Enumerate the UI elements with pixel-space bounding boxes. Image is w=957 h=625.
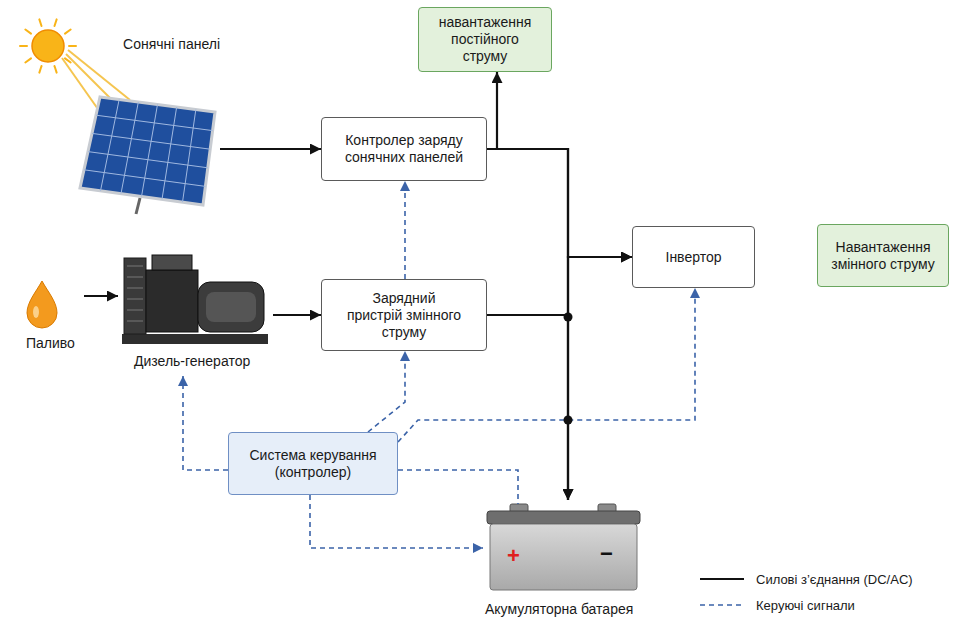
box-text: Зарядний пристрій змінного струму [346,290,462,341]
control-signal-line [310,495,483,548]
legend-sample [700,600,744,610]
inverter-box: Інвертор [632,226,755,288]
ac-charger-box: Зарядний пристрій змінного струму [321,279,487,351]
legend: Силові з’єднання (DC/AC) Керуючі сигнали [700,566,913,618]
solar-panel-icon [80,97,215,214]
power-line [487,257,632,315]
box-text: Контролер заряду сонячних панелей [332,132,476,166]
legend-text: Силові з’єднання (DC/AC) [756,572,913,587]
fuel-drop-icon [27,281,57,328]
power-line [273,314,321,316]
junction-dot [564,416,573,425]
polarity-sign: + [507,545,520,567]
charge-controller-box: Контролер заряду сонячних панелей [321,117,487,181]
power-line [84,295,118,297]
box-text: навантаження постійного струму [429,14,541,65]
caption-text: Сонячні панелі [123,36,220,53]
diesel-generator-icon [122,255,268,344]
battery-icon [487,504,640,590]
legend-sample [700,574,744,584]
solar-panel-node: Сонячні панелі [70,30,220,208]
legend-item: Керуючі сигнали [700,592,913,618]
box-text: Навантаження змінного струму [828,239,938,273]
generator-node: Дизель-генератор [118,248,273,376]
caption-text: Дизель-генератор [134,353,250,370]
box-text: Система керування (контролер) [239,447,387,481]
polarity-sign: − [600,543,613,565]
junction-dot [564,313,573,322]
power-line [220,148,321,150]
power-line [487,315,568,500]
control-system-box: Система керування (контролер) [228,432,398,495]
power-line [487,72,497,149]
caption-text: Акумуляторна батарея [485,601,633,618]
control-signal-line [183,376,228,470]
fuel-node: Паливо [12,270,84,356]
control-signal-line [368,351,405,432]
caption-text: Паливо [26,335,75,352]
dc-load-box: навантаження постійного струму [418,7,552,72]
box-text: Інвертор [666,249,722,266]
control-signal-line [404,181,406,279]
power-line [487,149,632,257]
legend-item: Силові з’єднання (DC/AC) [700,566,913,592]
legend-text: Керуючі сигнали [756,598,855,613]
ac-load-box: Навантаження змінного струму [817,224,949,287]
control-signal-line [398,470,518,504]
power-line [487,149,568,500]
